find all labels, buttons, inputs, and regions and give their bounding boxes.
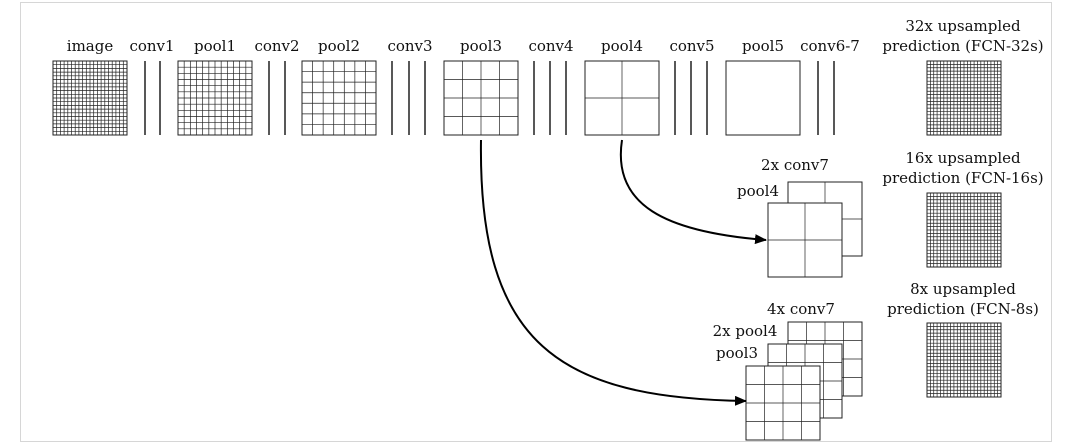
- conv6-7-lines: [817, 61, 835, 135]
- label-pool4-skip: pool4: [737, 182, 779, 200]
- label-fcn8s-line2: prediction (FCN-8s): [887, 300, 1039, 318]
- label-image: image: [67, 37, 114, 55]
- conv2-lines: [268, 61, 286, 135]
- label-pool4: pool4: [601, 37, 643, 55]
- label-2x-pool4: 2x pool4: [713, 322, 778, 340]
- label-pool2: pool2: [318, 37, 360, 55]
- label-conv2: conv2: [254, 37, 299, 55]
- fcn8s-prediction-grid: [926, 322, 1002, 398]
- pool1-grid: [177, 60, 253, 136]
- pool4-grid: [584, 60, 660, 136]
- label-pool3: pool3: [460, 37, 502, 55]
- label-pool5: pool5: [742, 37, 784, 55]
- fusion-stack-8s: [745, 321, 863, 441]
- fcn32s-prediction-grid: [926, 60, 1002, 136]
- label-conv3: conv3: [387, 37, 432, 55]
- pool3-skip-arrow: [479, 139, 747, 406]
- conv1-lines: [144, 61, 161, 135]
- label-conv1: conv1: [129, 37, 174, 55]
- pool3-grid: [443, 60, 519, 136]
- label-fcn16s-line2: prediction (FCN-16s): [882, 169, 1043, 187]
- conv3-lines: [391, 61, 426, 135]
- label-conv4: conv4: [528, 37, 573, 55]
- image-grid: [52, 60, 128, 136]
- label-fcn32s-line2: prediction (FCN-32s): [882, 37, 1043, 55]
- label-4x-conv7: 4x conv7: [767, 300, 835, 318]
- label-conv6-7: conv6-7: [800, 37, 860, 55]
- conv5-lines: [674, 61, 708, 135]
- label-conv5: conv5: [669, 37, 714, 55]
- fusion-stack-16s: [767, 181, 863, 278]
- label-pool3-skip: pool3: [716, 344, 758, 362]
- conv4-lines: [533, 61, 567, 135]
- pool2-border: [301, 60, 377, 136]
- pool4-skip-arrow: [619, 139, 767, 245]
- label-2x-conv7: 2x conv7: [761, 156, 829, 174]
- pool5-border: [725, 60, 801, 136]
- label-pool1: pool1: [194, 37, 236, 55]
- label-fcn8s-line1: 8x upsampled: [910, 280, 1016, 298]
- pool2-grid: [301, 60, 377, 136]
- fcn16s-prediction-grid: [926, 192, 1002, 268]
- label-fcn16s-line1: 16x upsampled: [905, 149, 1021, 167]
- label-fcn32s-line1: 32x upsampled: [905, 17, 1021, 35]
- pool5-grid: [725, 60, 801, 136]
